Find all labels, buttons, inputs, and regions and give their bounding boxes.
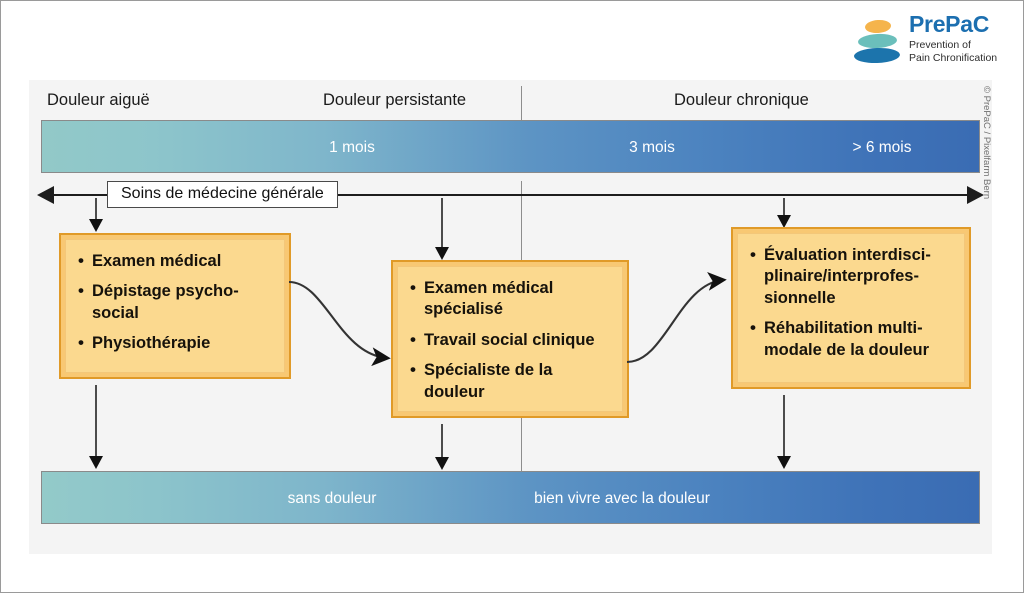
pain-chronification-diagram: Douleur aiguë Douleur persistante Douleu… [29,80,992,554]
outcome-arrow-acute [89,385,103,469]
connector-persistent-to-chronic [626,271,727,364]
timeline-bar: 1 mois 3 mois > 6 mois [41,120,980,173]
list-item: Évaluation interdisci- plinaire/interpro… [750,244,952,309]
chronic-care-box[interactable]: Évaluation interdisci- plinaire/interpro… [731,227,971,389]
list-item: Réhabilitation multi- modale de la doule… [750,317,952,361]
phase-label-chronic: Douleur chronique [674,91,809,109]
list-item: Travail social clinique [410,329,610,352]
list-item: Dépistage psycho- social [78,280,272,324]
persistent-care-list: Examen médical spécialisé Travail social… [410,277,610,403]
stone-blue-icon [853,47,901,64]
phase-header-row: Douleur aiguë Douleur persistante Douleu… [29,80,992,122]
persistent-care-box[interactable]: Examen médical spécialisé Travail social… [391,260,629,418]
acute-care-list: Examen médical Dépistage psycho- social … [78,250,272,355]
outcome-arrow-chronic [777,395,791,469]
arrow-left-icon [37,186,54,204]
copyright-notice: © PrePaC / Pixelfarm Bern [981,86,992,200]
list-item: Spécialiste de la douleur [410,359,610,403]
timeline-mark-3-months: 3 mois [629,138,675,156]
feed-arrow-acute [89,198,103,232]
list-item: Examen médical [78,250,272,273]
acute-care-box[interactable]: Examen médical Dépistage psycho- social … [59,233,291,379]
outcome-bar: sans douleur bien vivre avec la douleur [41,471,980,524]
general-care-band: Soins de médecine générale [29,181,992,209]
prepac-logo: PrePaC Prevention of Pain Chronification [853,9,1013,69]
outcome-live-with-pain: bien vivre avec la douleur [534,489,710,507]
stone-orange-icon [864,19,892,34]
chronic-care-list: Évaluation interdisci- plinaire/interpro… [750,244,952,361]
connector-acute-to-persistent [288,280,391,367]
list-item: Examen médical spécialisé [410,277,610,321]
general-care-label: Soins de médecine générale [107,181,338,208]
feed-arrow-persistent [435,198,449,260]
timeline-mark-1-month: 1 mois [329,138,375,156]
phase-separator-1 [521,86,522,122]
phase-label-acute: Douleur aiguë [47,91,150,109]
list-item: Physiothérapie [78,332,272,355]
stacked-stones-icon [853,15,901,64]
feed-arrow-chronic [777,198,791,228]
logo-text: PrePaC Prevention of Pain Chronification [909,13,997,65]
outcome-pain-free: sans douleur [287,489,377,507]
stone-teal-icon [857,32,898,50]
brand-tagline: Prevention of Pain Chronification [909,39,998,64]
timeline-mark-6-months: > 6 mois [852,138,912,156]
phase-label-persistent: Douleur persistante [323,91,467,109]
outcome-arrow-persistent [435,424,449,470]
arrow-right-icon [967,186,984,204]
care-arrow-line [51,194,971,196]
brand-name: PrePaC [909,11,990,38]
